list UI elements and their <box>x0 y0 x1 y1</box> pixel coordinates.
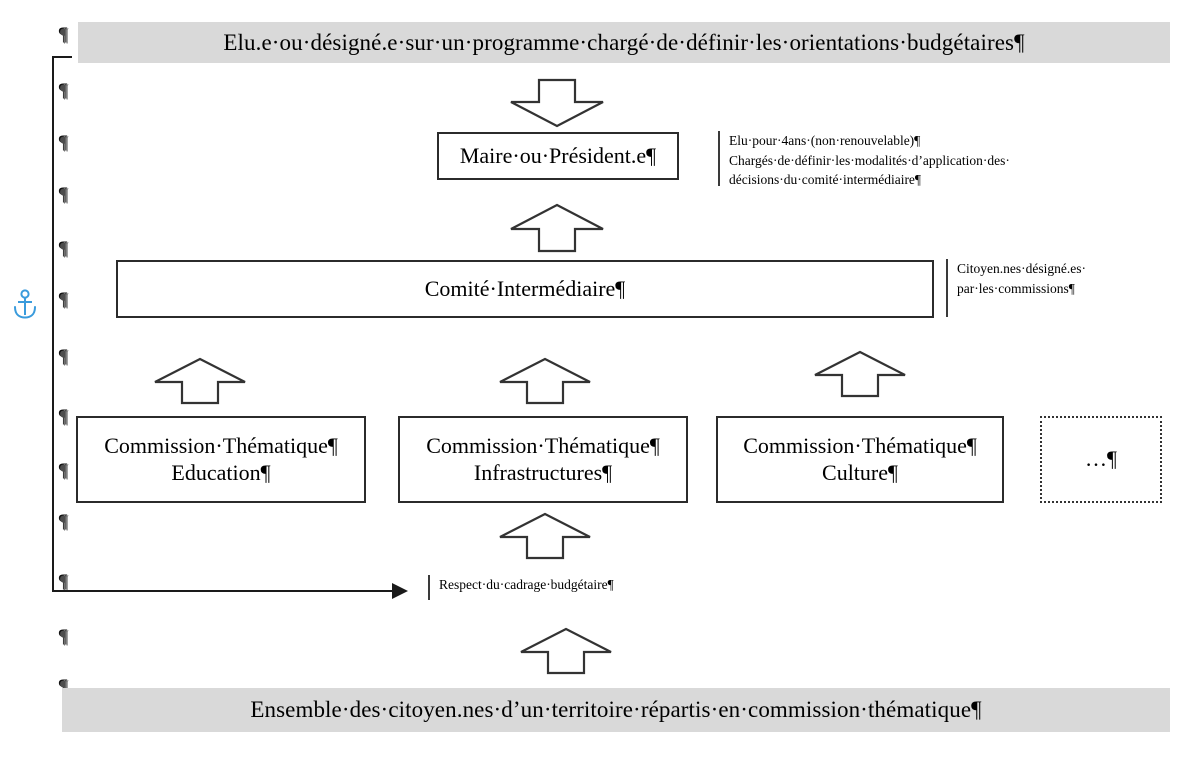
bottom-banner-label: Ensemble·des·citoyen.nes·d’un·territoire… <box>250 697 982 722</box>
node-mayor-label: Maire·ou·Président.e¶ <box>459 142 657 168</box>
annotation-rule <box>946 259 948 317</box>
pilcrow-mark: ¶ <box>60 290 69 311</box>
node-commission-placeholder-label: …¶ <box>1085 446 1117 472</box>
node-mayor[interactable]: Maire·ou·Président.e¶ <box>437 132 679 180</box>
bottom-banner: Ensemble·des·citoyen.nes·d’un·territoire… <box>62 688 1170 732</box>
annotation-rule <box>718 131 720 186</box>
pilcrow-mark: ¶ <box>60 185 69 206</box>
annotation-budget-text: Respect·du·cadrage·budgétaire¶ <box>439 577 614 592</box>
top-banner: Elu.e·ou·désigné.e·sur·un·programme·char… <box>78 22 1170 63</box>
node-commission-education-label: Commission·Thématique¶ Education¶ <box>104 432 338 485</box>
pilcrow-mark: ¶ <box>60 461 69 482</box>
node-commission-infrastructures-label: Commission·Thématique¶ Infrastructures¶ <box>426 432 660 485</box>
pilcrow-mark: ¶ <box>60 512 69 533</box>
pilcrow-mark: ¶ <box>60 678 69 697</box>
annotation-committee-text: Citoyen.nes·désigné.es· par·les·commissi… <box>957 261 1086 296</box>
node-commission-infrastructures[interactable]: Commission·Thématique¶ Infrastructures¶ <box>398 416 688 503</box>
node-intermediate-committee[interactable]: Comité·Intermédiaire¶ <box>116 260 934 318</box>
arrow-up-to-mayor <box>508 203 606 253</box>
pilcrow-mark: ¶ <box>60 407 69 428</box>
pilcrow-mark: ¶ <box>60 627 69 648</box>
annotation-rule <box>428 575 430 600</box>
node-commission-culture[interactable]: Commission·Thématique¶ Culture¶ <box>716 416 1004 503</box>
annotation-budget: Respect·du·cadrage·budgétaire¶ <box>428 575 748 603</box>
arrow-up-commission-2 <box>497 357 593 405</box>
annotation-committee: Citoyen.nes·désigné.es· par·les·commissi… <box>946 259 1186 319</box>
arrow-up-commission-1 <box>152 357 248 405</box>
node-commission-placeholder[interactable]: …¶ <box>1040 416 1162 503</box>
connector-arrowhead <box>392 583 408 599</box>
arrow-up-to-budget <box>518 627 614 675</box>
connector-stub <box>52 56 72 58</box>
arrow-up-to-commissions <box>497 512 593 560</box>
arrow-up-commission-3 <box>812 350 908 398</box>
pilcrow-mark: ¶ <box>60 347 69 368</box>
top-banner-label: Elu.e·ou·désigné.e·sur·un·programme·char… <box>223 29 1025 55</box>
annotation-mayor-text: Elu·pour·4ans·(non·renouvelable)¶ Chargé… <box>729 133 1010 188</box>
node-commission-education[interactable]: Commission·Thématique¶ Education¶ <box>76 416 366 503</box>
connector-horizontal <box>52 590 394 592</box>
pilcrow-mark: ¶ <box>60 25 69 46</box>
arrow-down-to-mayor <box>508 78 606 128</box>
node-commission-culture-label: Commission·Thématique¶ Culture¶ <box>743 432 977 485</box>
pilcrow-mark: ¶ <box>60 572 69 593</box>
node-intermediate-committee-label: Comité·Intermédiaire¶ <box>424 275 626 301</box>
pilcrow-mark: ¶ <box>60 133 69 154</box>
object-anchor-icon <box>10 288 40 320</box>
pilcrow-mark: ¶ <box>60 239 69 260</box>
pilcrow-mark: ¶ <box>60 81 69 102</box>
connector-vertical <box>52 56 54 592</box>
annotation-mayor: Elu·pour·4ans·(non·renouvelable)¶ Chargé… <box>718 131 1098 189</box>
